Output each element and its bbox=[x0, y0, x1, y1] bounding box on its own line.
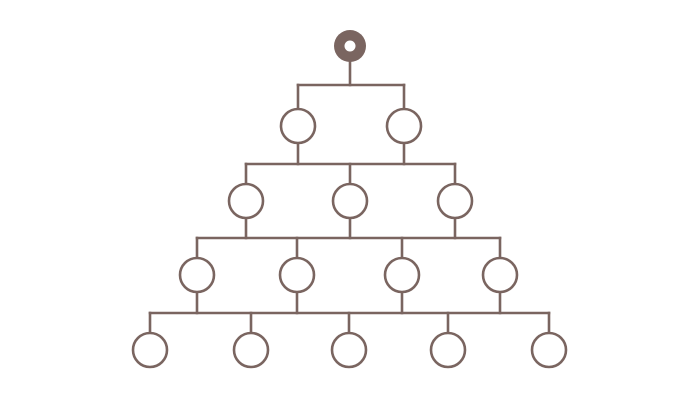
tree-nodes bbox=[131, 30, 568, 369]
hollow-circle-node-icon bbox=[178, 256, 216, 294]
hollow-circle-node-icon bbox=[436, 182, 474, 220]
hollow-circle-node-icon bbox=[330, 331, 368, 369]
hollow-circle-node-icon bbox=[530, 331, 568, 369]
hollow-circle-node-icon bbox=[385, 107, 423, 145]
hollow-circle-node-icon bbox=[227, 182, 265, 220]
hollow-circle-node-icon bbox=[131, 331, 169, 369]
hollow-circle-node-icon bbox=[383, 256, 421, 294]
root-node-center-icon bbox=[344, 40, 356, 52]
hollow-circle-node-icon bbox=[278, 256, 316, 294]
hollow-circle-node-icon bbox=[429, 331, 467, 369]
connector-lines bbox=[148, 60, 551, 335]
hollow-circle-node-icon bbox=[279, 107, 317, 145]
hollow-circle-node-icon bbox=[232, 331, 270, 369]
hollow-circle-node-icon bbox=[331, 182, 369, 220]
hollow-circle-node-icon bbox=[481, 256, 519, 294]
